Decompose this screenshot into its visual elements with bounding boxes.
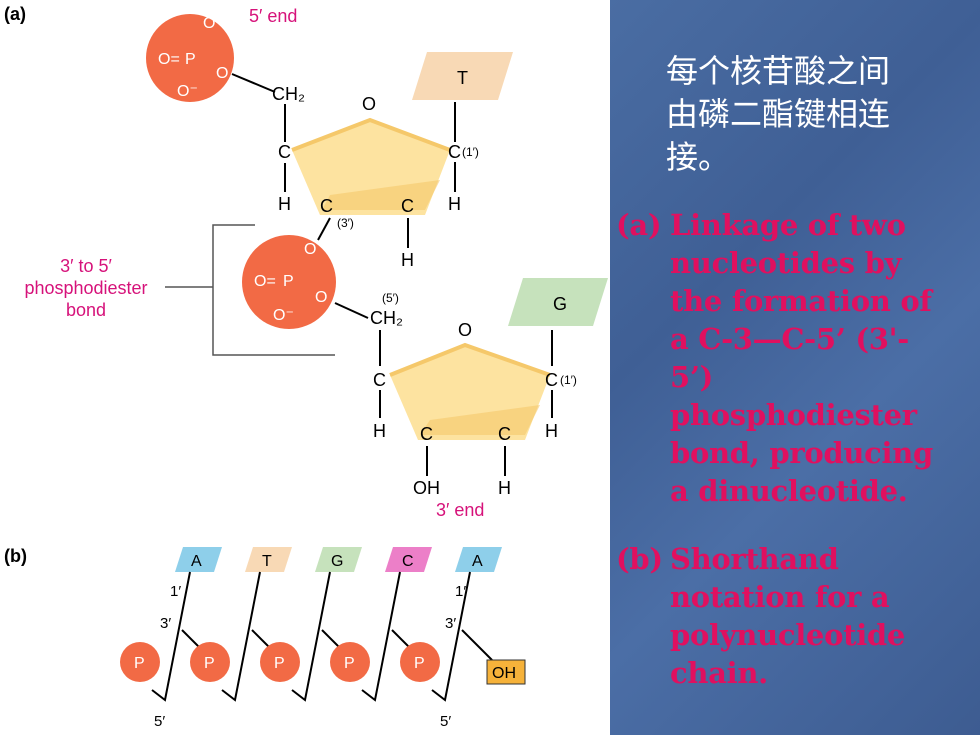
- base-T-label: T: [457, 68, 468, 88]
- caption-a-line: bond, producing: [670, 436, 933, 470]
- chain-phosphate-2: [190, 642, 230, 682]
- chain-phosphate-5: [400, 642, 440, 682]
- caption-b-label: (b): [616, 542, 663, 576]
- phosphate-p-mid: P: [283, 273, 294, 290]
- c1-top: C: [448, 142, 461, 162]
- phosphate-o-minus: O⁻: [177, 83, 198, 100]
- c3-bottom: C: [420, 424, 433, 444]
- chain-prime-1-left: 1′: [170, 583, 181, 600]
- part-a-label: (a): [4, 4, 26, 24]
- chain-prime-5-left: 5′: [154, 713, 165, 730]
- caption-b-line: Shorthand: [670, 542, 839, 576]
- c1-label-bottom: (1′): [560, 373, 577, 387]
- c2-top: C: [401, 196, 414, 216]
- c3-label: (3′): [337, 216, 354, 230]
- part-b-label: (b): [4, 546, 27, 566]
- phosphate-o: O: [203, 15, 215, 32]
- chinese-line-3: 接。: [666, 138, 731, 176]
- chain-p-2: P: [204, 655, 215, 672]
- caption-a-line: a dinucleotide.: [670, 474, 908, 508]
- c3-top: C: [320, 196, 333, 216]
- chain-base-5: [455, 547, 502, 572]
- chain-p-3: P: [274, 655, 285, 672]
- oh-bottom: OH: [413, 478, 440, 498]
- chain-base-1-label: A: [191, 553, 202, 570]
- five-prime-end-label: 5′ end: [249, 6, 297, 26]
- phosphate-o-double-mid: O=: [254, 273, 276, 290]
- polynucleotide-chain: A T G C A P P P P P OH 1′ 3′ 5′ 1′: [120, 547, 526, 730]
- chain-p-5: P: [414, 655, 425, 672]
- h-bottom-right: H: [545, 421, 558, 441]
- three-prime-end-label: 3′ end: [436, 500, 484, 520]
- chain-p-1: P: [134, 655, 145, 672]
- chain-phosphate-4: [330, 642, 370, 682]
- chain-base-4: [385, 547, 432, 572]
- phosphate-circle-middle: [242, 235, 336, 329]
- caption-b-line: polynucleotide: [670, 618, 906, 652]
- c5-label: (5′): [382, 291, 399, 305]
- chinese-line-1: 每个核苷酸之间: [666, 52, 891, 90]
- ch2-top: CH₂: [272, 84, 305, 104]
- chain-phosphate-3: [260, 642, 300, 682]
- ring-o-top: O: [362, 94, 376, 114]
- caption-b-line: chain.: [670, 656, 768, 690]
- caption-b-line: notation for a: [670, 580, 890, 614]
- chain-base-1: [175, 547, 222, 572]
- text-panel: 每个核苷酸之间 由磷二酯键相连 接。 (a) Linkage of two nu…: [610, 0, 980, 735]
- chain-prime-3-left: 3′: [160, 615, 171, 632]
- h-c2-bottom: H: [498, 478, 511, 498]
- chain-p-4: P: [344, 655, 355, 672]
- phosphate-o-mid: O: [304, 241, 316, 258]
- caption-a-line: the formation of: [670, 284, 932, 318]
- chain-phosphate-1: [120, 642, 160, 682]
- c2-bottom: C: [498, 424, 511, 444]
- chain-base-2: [245, 547, 292, 572]
- figure-svg: (a) (b) 5′ end O O= P O O⁻ CH₂ O C C (1′…: [4, 4, 608, 730]
- caption-a-label: (a): [616, 208, 662, 242]
- bond-label-2: phosphodiester: [24, 278, 147, 298]
- dinucleotide-figure: (a) (b) 5′ end O O= P O O⁻ CH₂ O C C (1′…: [4, 4, 608, 730]
- chain-oh-label: OH: [492, 665, 516, 682]
- c-top-left: C: [278, 142, 291, 162]
- chinese-line-2: 由磷二酯键相连: [666, 95, 891, 133]
- chain-prime-1-right: 1′: [455, 583, 466, 600]
- ring-o-bottom: O: [458, 320, 472, 340]
- chain-prime-3-right: 3′: [445, 615, 456, 632]
- caption-a-line: 5’): [670, 360, 714, 394]
- bond-label-1: 3′ to 5′: [60, 256, 112, 276]
- caption-a-body: Linkage of two nucleotides by the format…: [670, 206, 976, 510]
- base-T-top: [412, 52, 513, 100]
- chain-base-2-label: T: [262, 553, 272, 570]
- chain-base-5-label: A: [472, 553, 483, 570]
- c1-bottom: C: [545, 370, 558, 390]
- base-G-bottom: [508, 278, 608, 326]
- ch2-bottom: CH₂: [370, 308, 403, 328]
- c1-label-top: (1′): [462, 145, 479, 159]
- chinese-caption: 每个核苷酸之间 由磷二酯键相连 接。: [666, 50, 966, 179]
- caption-a-line: a C-3—C-5’ (3'-: [670, 322, 909, 356]
- chain-base-3: [315, 547, 362, 572]
- caption-b-body: Shorthand notation for a polynucleotide …: [670, 540, 976, 692]
- phosphate-p: P: [185, 51, 196, 68]
- h-top-left: H: [278, 194, 291, 214]
- phosphate-circle-top: [146, 14, 234, 102]
- chain-base-3-label: G: [331, 553, 343, 570]
- base-G-label: G: [553, 294, 567, 314]
- h-bottom-left: H: [373, 421, 386, 441]
- phosphate-o-double: O=: [158, 51, 180, 68]
- h-c2-top: H: [401, 250, 414, 270]
- chain-oh-box: [486, 659, 526, 685]
- phosphate-o-right-mid: O: [315, 289, 327, 306]
- h-top-right: H: [448, 194, 461, 214]
- c-bottom-left: C: [373, 370, 386, 390]
- caption-a-line: phosphodiester: [670, 398, 917, 432]
- chain-base-4-label: C: [402, 553, 414, 570]
- caption-a-line: nucleotides by: [670, 246, 902, 280]
- bond-label-3: bond: [66, 300, 106, 320]
- phosphate-o-right: O: [216, 65, 228, 82]
- chain-prime-5-right: 5′: [440, 713, 451, 730]
- caption-a-line: Linkage of two: [670, 208, 906, 242]
- phosphate-o-minus-mid: O⁻: [273, 307, 294, 324]
